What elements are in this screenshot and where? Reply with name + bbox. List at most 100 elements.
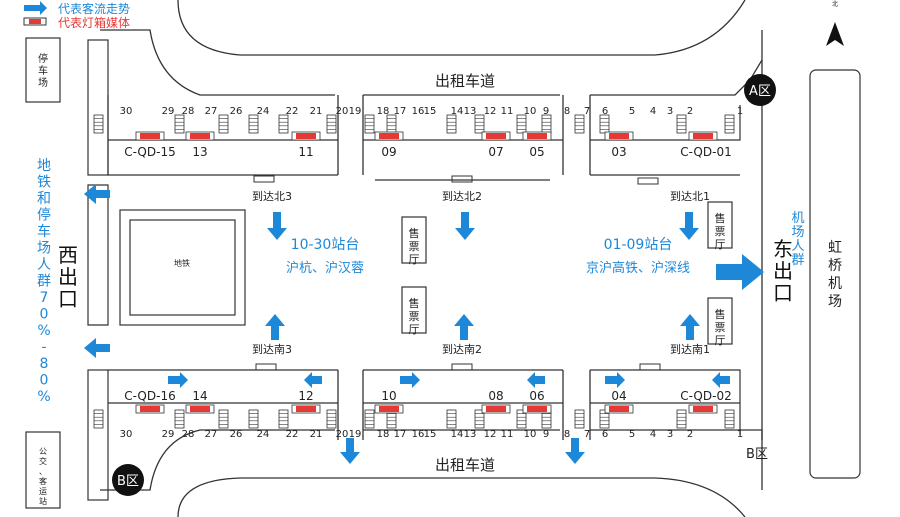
ticket-office-char: 售: [715, 307, 726, 321]
metro-crowd-char: 场: [37, 241, 51, 257]
ticket-office-char: 厅: [715, 238, 726, 251]
platform-number: 4: [650, 429, 656, 440]
platform-number: 15: [424, 429, 437, 440]
metro-crowd-char: 0: [40, 307, 49, 323]
arrow-left-small-icon: [527, 372, 545, 388]
lightbox-media: [604, 404, 634, 414]
stairs-icon: [174, 409, 185, 429]
airport-crowd-char: 机: [791, 211, 804, 226]
stairs-icon: [541, 114, 552, 134]
media-code-top: 05: [529, 145, 544, 159]
metro-crowd-char: 铁: [37, 175, 51, 191]
ticket-office-char: 厅: [715, 334, 726, 347]
media-code-top: 09: [381, 145, 396, 159]
platform-number: 3: [667, 106, 673, 117]
stairs-icon: [446, 114, 457, 134]
stairs-icon: [174, 114, 185, 134]
lightbox-media: [374, 404, 404, 414]
compass-label: 北: [832, 0, 838, 8]
hongqiao-char: 桥: [828, 258, 842, 274]
hongqiao-char: 场: [828, 294, 842, 310]
lightbox-media: [481, 131, 511, 141]
media-code-bottom: 12: [298, 389, 313, 403]
east-platform-lines: 京沪高铁、沪深线: [586, 260, 690, 276]
platform-number: 29: [162, 429, 175, 440]
lightbox-media: [688, 404, 718, 414]
platform-number: 11: [501, 429, 514, 440]
bus-station-char: 站: [39, 496, 47, 506]
media-code-top: 13: [192, 145, 207, 159]
parking-box: [25, 37, 61, 103]
bus-station-char: 交: [39, 456, 47, 466]
ticket-office-char: 票: [715, 321, 726, 334]
platform-number: 15: [424, 106, 437, 117]
hongqiao-box: [809, 69, 861, 479]
platform-number: 18: [377, 106, 390, 117]
media-code-bottom: 14: [192, 389, 207, 403]
platform-number: 26: [230, 429, 243, 440]
arrow-right-small-icon: [168, 372, 188, 388]
metro-crowd-char: %: [37, 323, 50, 339]
platform-number: 20: [336, 106, 349, 117]
ticket-office-boxes: [401, 201, 733, 345]
zone-b-label: B区: [117, 474, 139, 489]
zone-b-right-label: B区: [746, 447, 768, 462]
metro-crowd-char: 7: [40, 290, 49, 306]
zone-a-badge: [744, 74, 776, 106]
road-outline: [100, 0, 763, 517]
media-code-bottom: 08: [488, 389, 503, 403]
metro-label: 地铁: [174, 258, 190, 268]
arrow-left-icon: [84, 338, 110, 358]
arrow-up-icon: [680, 314, 700, 340]
platform-number: 10: [524, 106, 537, 117]
stairs-icon: [676, 114, 687, 134]
platform-number: 5: [629, 106, 635, 117]
platform-number: 14: [451, 106, 464, 117]
metro-crowd-char: -: [41, 340, 46, 356]
stairs-icon: [218, 114, 229, 134]
platform-number: 1: [737, 106, 743, 117]
platform-number: 7: [584, 106, 590, 117]
stairs-icon: [574, 114, 585, 134]
legend: [23, 1, 47, 26]
stairs-icon: [516, 114, 527, 134]
platform-number: 22: [286, 429, 299, 440]
arrival-south3: 到达南3: [252, 343, 292, 356]
arrival-north3: 到达北3: [252, 190, 292, 203]
lightbox-media: [374, 131, 404, 141]
lightbox-media: [688, 131, 718, 141]
metro-building: [87, 184, 246, 326]
platform-number: 24: [257, 106, 270, 117]
lightbox-media: [135, 131, 165, 141]
stairs-icon: [474, 409, 485, 429]
west-exit-label: 西出口: [58, 243, 78, 311]
platform-number: 8: [564, 429, 570, 440]
platform-number: 5: [629, 429, 635, 440]
west-exit-char: 口: [58, 287, 78, 311]
platform-number: 1: [737, 429, 743, 440]
platform-number: 6: [602, 429, 608, 440]
stairs-icon: [474, 114, 485, 134]
road-bottom-label: 出租车道: [435, 456, 495, 474]
compass-icon: [826, 22, 844, 46]
platform-number: 11: [501, 106, 514, 117]
east-exit-char: 口: [773, 281, 793, 305]
zone-a-label: A区: [749, 84, 771, 99]
stairs-icon: [386, 114, 397, 134]
media-code-bottom: C-QD-16: [124, 389, 175, 403]
legend-arrow-label: 代表客流走势: [58, 1, 130, 16]
platform-number: 13: [464, 429, 477, 440]
platform-number: 21: [310, 429, 323, 440]
lightbox-media: [291, 131, 321, 141]
lightbox-media: [135, 404, 165, 414]
stairs-icon: [218, 409, 229, 429]
metro-crowd-char: 群: [37, 274, 51, 290]
airport-crowd-char: 群: [791, 253, 804, 268]
west-platform-title: 10-30站台: [291, 237, 360, 253]
parking-char: 车: [38, 64, 48, 77]
platform-number: 21: [310, 106, 323, 117]
arrow-down-icon: [267, 212, 287, 240]
